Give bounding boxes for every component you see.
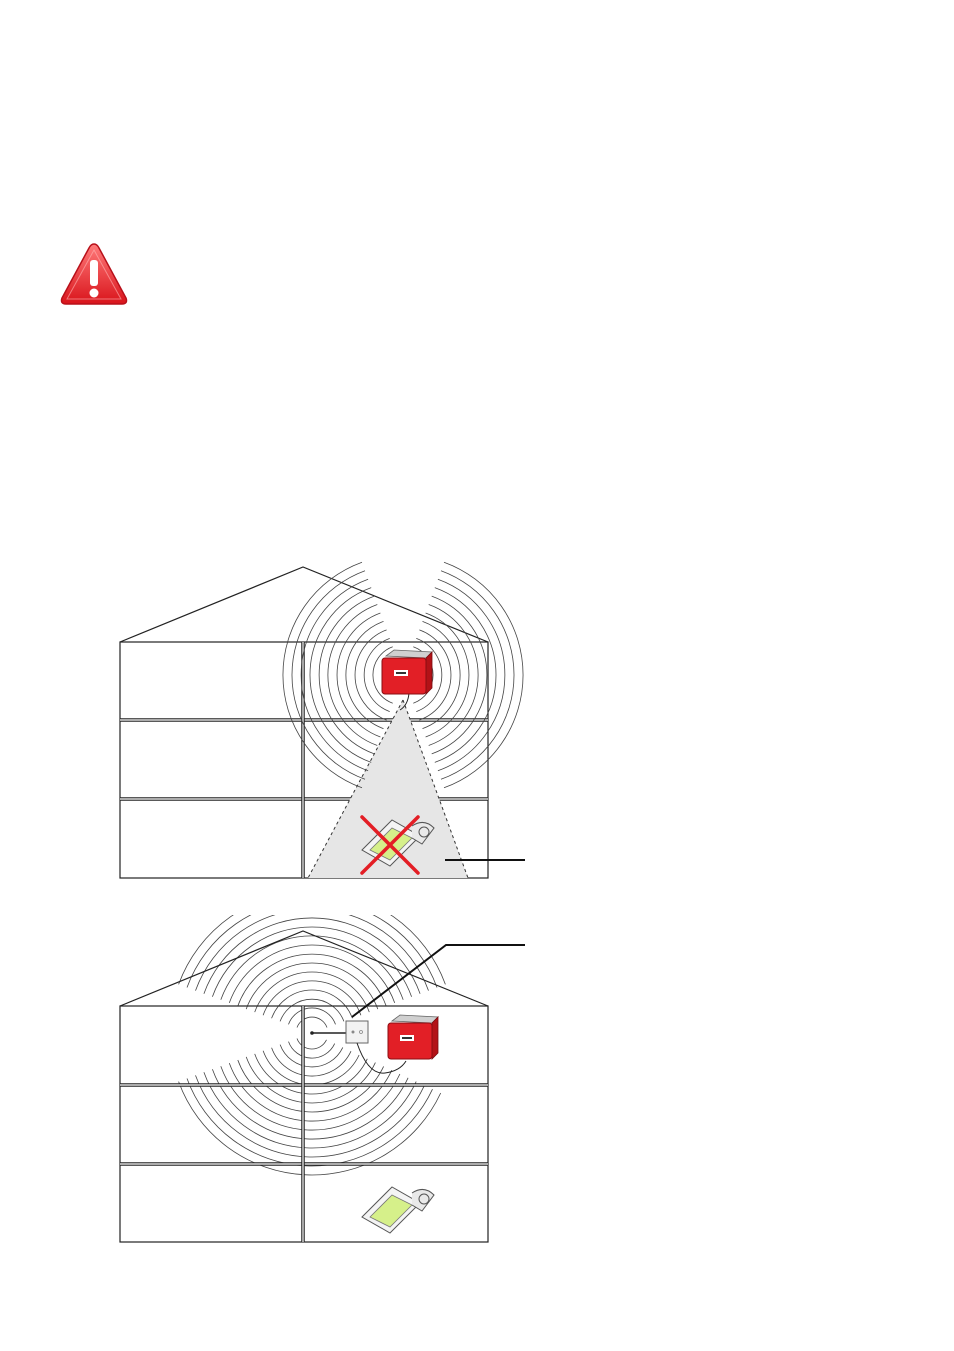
signal-arc (279, 998, 345, 1022)
signal-arc (354, 629, 387, 721)
signal-arc (318, 595, 375, 755)
cross-icon (360, 815, 420, 875)
signal-waves (282, 561, 524, 789)
signal-arc (195, 1075, 425, 1158)
signal-arc (228, 1062, 393, 1122)
signal-arc (186, 915, 438, 988)
signal-arc (178, 915, 446, 985)
signal-arc (178, 1081, 442, 1176)
signal-blocked-diagram (100, 555, 560, 895)
signal-arc (288, 1007, 336, 1025)
signal-arc (345, 621, 384, 729)
signal-arc (212, 1069, 409, 1140)
signal-arc (245, 1056, 376, 1104)
signal-arc (220, 1066, 401, 1131)
signal-arc (271, 1047, 352, 1077)
signal-arc (300, 578, 369, 772)
warning-triangle-icon (58, 240, 130, 308)
control-panel-icon (361, 1186, 435, 1234)
signal-arc (434, 587, 497, 763)
signal-arc (186, 1078, 433, 1167)
signal-arc (212, 926, 412, 997)
signal-arc (237, 953, 387, 1007)
signal-arc (203, 1072, 417, 1149)
signal-waves (178, 915, 446, 1176)
signal-arc (443, 561, 524, 789)
house-roof (119, 930, 489, 1007)
signal-repeater-diagram (100, 915, 560, 1255)
signal-arc (228, 944, 396, 1004)
signal-arc (437, 578, 506, 772)
signal-arc (440, 570, 515, 780)
house-roof (119, 566, 489, 643)
signal-arc (262, 1050, 360, 1086)
signal-arc (431, 595, 488, 755)
signal-arc (327, 604, 378, 746)
signal-arc (336, 612, 381, 738)
signal-arc (296, 1016, 328, 1028)
repeater-icon (345, 1020, 369, 1044)
leader-line (351, 944, 525, 1018)
signal-arc (372, 646, 393, 704)
signal-arc (363, 638, 390, 712)
wifi-router-icon (381, 649, 433, 695)
signal-arc (245, 962, 379, 1010)
signal-arc (428, 604, 479, 746)
signal-arc (422, 621, 461, 729)
signal-arc (282, 561, 363, 789)
signal-arc (220, 935, 404, 1000)
signal-arc (309, 587, 372, 763)
signal-arc (237, 1059, 384, 1113)
signal-arc (195, 915, 429, 991)
signal-arc (419, 629, 452, 721)
wifi-router-icon (387, 1014, 439, 1060)
signal-arc (288, 1041, 336, 1059)
signal-arc (203, 917, 421, 994)
signal-arc (262, 980, 362, 1016)
signal-arc (291, 570, 366, 780)
signal-arc (254, 1053, 368, 1095)
signal-arc (425, 612, 470, 738)
signal-arc (254, 971, 370, 1013)
signal-arc (416, 638, 443, 712)
signal-arc (296, 1038, 327, 1050)
signal-arc (279, 1044, 344, 1068)
